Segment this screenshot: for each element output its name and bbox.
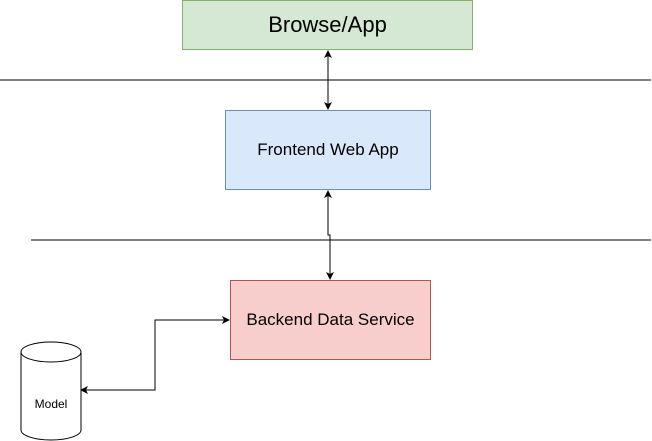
model-cylinder[interactable] [20, 341, 82, 441]
edge-backend-model [80, 316, 230, 394]
edge-frontend-backend [324, 190, 334, 280]
backend-data-service-node[interactable]: Backend Data Service [230, 280, 431, 360]
backend-data-service-label: Backend Data Service [246, 310, 415, 329]
cylinder-body [20, 352, 82, 441]
cylinder-top [20, 341, 82, 363]
frontend-web-app-node[interactable]: Frontend Web App [225, 110, 431, 190]
frontend-web-app-label: Frontend Web App [257, 140, 399, 159]
browse-app-node[interactable]: Browse/App [182, 0, 473, 50]
model-label: Model [34, 397, 68, 411]
browse-app-label: Browse/App [268, 12, 387, 37]
